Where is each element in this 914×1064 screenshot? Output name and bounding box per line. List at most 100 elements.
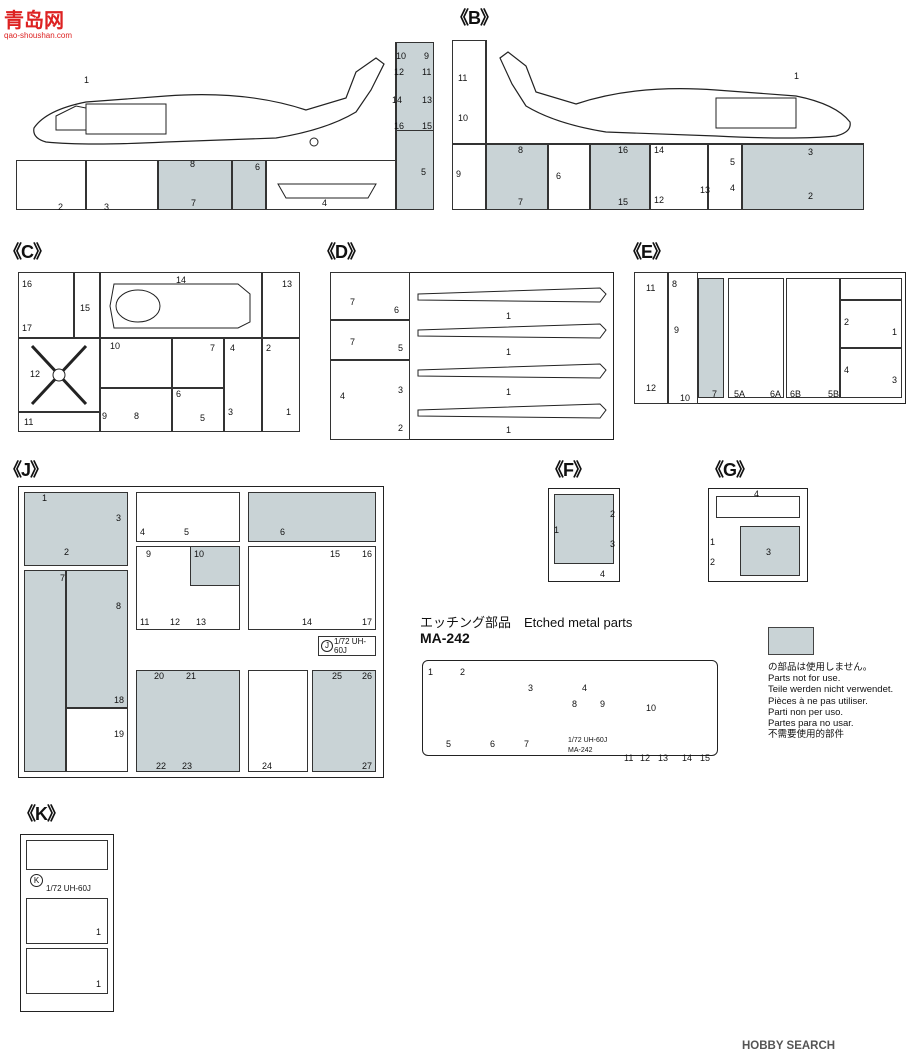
etched-num-6: 6 [490, 739, 496, 749]
sprue-a-num-7: 7 [191, 198, 197, 208]
sprue-d-blades-drawing [417, 287, 607, 419]
sprue-k-part-1a [26, 898, 108, 944]
sprue-c-num-17: 17 [22, 323, 33, 333]
sprue-b-num-10: 10 [458, 113, 469, 123]
sprue-b-num-6: 6 [556, 171, 562, 181]
sprue-f-num-1: 1 [554, 525, 560, 535]
sprue-j-num-9: 9 [146, 549, 152, 559]
sprue-j-num-12: 12 [170, 617, 181, 627]
sprue-a-num-3: 3 [104, 202, 110, 212]
sprue-b-num-14: 14 [654, 145, 665, 155]
sprue-j-num-8a: 8 [116, 601, 122, 611]
sprue-a-window-3 [86, 160, 158, 210]
etched-num-9: 9 [600, 699, 606, 709]
sprue-e-num-7: 7 [712, 389, 718, 399]
sprue-e-label: 《E》 [624, 242, 670, 262]
legend-line-de: Teile werden nicht verwendet. [768, 684, 894, 696]
sprue-c-num-11: 11 [24, 417, 34, 427]
etched-num-12: 12 [640, 753, 651, 763]
sprue-c-part-11 [18, 412, 100, 432]
sprue-d-num-1a: 1 [506, 311, 512, 321]
sprue-a-num-4: 4 [322, 198, 328, 208]
sprue-j-num-7: 7 [60, 573, 66, 583]
sprue-d-num-7b: 7 [350, 337, 356, 347]
sprue-d-num-5: 5 [398, 343, 404, 353]
sprue-k-circle-letter: K [30, 874, 43, 887]
sprue-j-num-18: 18 [114, 695, 125, 705]
sprue-k-num-1b: 1 [96, 979, 102, 989]
sprue-j-part-10 [190, 546, 240, 586]
sprue-c-part-15 [74, 272, 100, 338]
sprue-b-part-6 [548, 144, 590, 210]
footer-logo: HOBBY SEARCH [742, 1040, 836, 1052]
sprue-a-num-11: 11 [422, 67, 432, 77]
sprue-j-num-14: 14 [302, 617, 313, 627]
sprue-e-num-2: 2 [844, 317, 850, 327]
sprue-a-num-5: 5 [421, 167, 427, 177]
sprue-e-num-4: 4 [844, 365, 850, 375]
sprue-a-num-2: 2 [58, 202, 64, 212]
etched-title: エッチング部品 Etched metal parts [420, 615, 633, 630]
sprue-g-num-3: 3 [766, 547, 772, 557]
sprue-c-num-9: 9 [102, 411, 108, 421]
sprue-e-num-10: 10 [680, 393, 691, 403]
sprue-b-part-9 [452, 144, 486, 210]
sprue-a-num-15: 15 [422, 121, 433, 131]
sprue-k-part-1b [26, 948, 108, 994]
sprue-d-num-1d: 1 [506, 425, 512, 435]
sprue-c-num-10: 10 [110, 341, 121, 351]
sprue-f-num-3: 3 [610, 539, 616, 549]
legend-line-zh: 不需要使用的部件 [768, 729, 845, 741]
legend-line-ja: の部品は使用しません。 [768, 662, 873, 673]
sprue-a-num-6: 6 [255, 162, 261, 172]
sprue-c-part-10 [100, 338, 172, 388]
sprue-c-num-1: 1 [286, 407, 292, 417]
sprue-b-fuselage-drawing [499, 51, 851, 139]
sprue-b-part-7-8 [486, 144, 548, 210]
sprue-j-num-16: 16 [362, 549, 373, 559]
sprue-e-num-3: 3 [892, 375, 898, 385]
sprue-j-num-26: 26 [362, 671, 373, 681]
sprue-c-num-7: 7 [210, 343, 216, 353]
sprue-a-num-10: 10 [396, 51, 407, 61]
sprue-g-part-3 [740, 526, 800, 576]
sprue-j-num-21: 21 [186, 671, 197, 681]
sprue-j-num-10: 10 [194, 549, 205, 559]
sprue-a-num-12: 12 [394, 67, 405, 77]
etched-num-15: 15 [700, 753, 711, 763]
sprue-k-tag-text: 1/72 UH-60J [46, 884, 91, 893]
sprue-f-num-4: 4 [600, 569, 606, 579]
sprue-k-num-1a: 1 [96, 927, 102, 937]
sprue-a-num-16: 16 [394, 121, 405, 131]
sprue-j-part-4-5 [136, 492, 240, 542]
sprue-g-num-4: 4 [754, 489, 760, 499]
sprue-j-num-25: 25 [332, 671, 343, 681]
sprue-e-num-11: 11 [646, 283, 656, 293]
sprue-a-window-2 [16, 160, 86, 210]
sprue-c-part-14 [100, 272, 262, 338]
sprue-b-num-12: 12 [654, 195, 665, 205]
sprue-d-num-1b: 1 [506, 347, 512, 357]
sprue-d-num-3: 3 [398, 385, 404, 395]
sprue-a-parts-7-8 [158, 160, 232, 210]
sprue-f-label: 《F》 [546, 460, 591, 480]
watermark-logo: 青岛网 qao-shoushan.com [4, 10, 73, 40]
sprue-j-tag-text: 1/72 UH-60J [334, 637, 367, 655]
sprue-a-num-13: 13 [422, 95, 433, 105]
sprue-b-parts-10-11 [452, 40, 486, 144]
sprue-j-circle-letter: J [321, 640, 333, 652]
sprue-j-num-20: 20 [154, 671, 165, 681]
sprue-d-num-6: 6 [394, 305, 400, 315]
legend-line-es: Partes para no usar. [768, 718, 854, 730]
etched-num-2: 2 [460, 667, 466, 677]
sprue-d-hub-3 [330, 360, 410, 440]
sprue-j-num-2: 2 [64, 547, 70, 557]
etched-code-small: MA-242 [568, 747, 593, 754]
sprue-j-num-15: 15 [330, 549, 341, 559]
sprue-j-num-23: 23 [182, 761, 193, 771]
sprue-c-num-4: 4 [230, 343, 236, 353]
sprue-b-num-9: 9 [456, 169, 462, 179]
sprue-d-num-4: 4 [340, 391, 346, 401]
sprue-c-num-13: 13 [282, 279, 293, 289]
sprue-j-num-3: 3 [116, 513, 122, 523]
